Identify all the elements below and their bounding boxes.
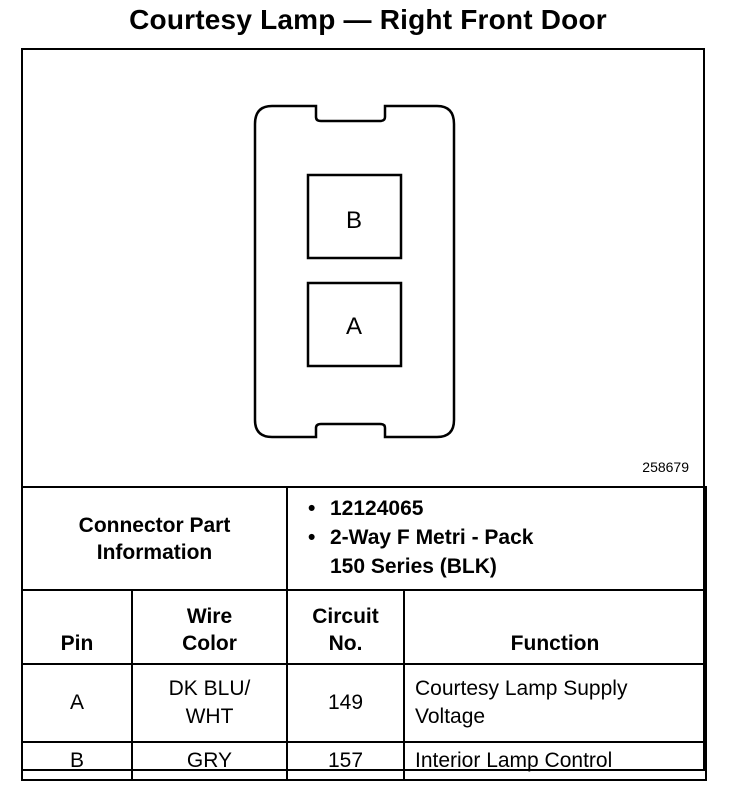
connector-part-row: Connector Part Information 12124065 2-Wa… (21, 486, 708, 591)
connector-part-number: 12124065 (308, 494, 705, 523)
cavity-b-label: B (346, 207, 362, 234)
cavity-a-box (306, 281, 403, 368)
page-title: Courtesy Lamp — Right Front Door (129, 4, 607, 35)
function-cell: Interior Lamp Control (402, 741, 708, 781)
diagram-frame: B A 258679 Connector Part Information 12… (21, 48, 708, 781)
table-row: B GRY 157 Interior Lamp Control (21, 741, 708, 781)
pin-cell: A (21, 663, 133, 743)
connector-housing-outline (253, 104, 456, 439)
circuit-cell: 149 (286, 663, 405, 743)
connector-description: 2-Way F Metri - Pack 150 Series (BLK) (308, 523, 705, 581)
header-circuit-no: Circuit No. (286, 589, 405, 665)
connector-part-info: 12124065 2-Way F Metri - Pack 150 Series… (285, 486, 708, 591)
connector-face-drawing: B A (253, 104, 456, 439)
cavity-a-label: A (346, 313, 362, 340)
wire-color-cell: DK BLU/ WHT (131, 663, 288, 743)
function-cell: Courtesy Lamp Supply Voltage (402, 663, 708, 743)
header-function: Function (402, 589, 708, 665)
header-wire-color: Wire Color (131, 589, 288, 665)
header-pin: Pin (21, 589, 133, 665)
connector-figure: B A 258679 (23, 50, 703, 486)
circuit-cell: 157 (286, 741, 405, 781)
table-row: A DK BLU/ WHT 149 Courtesy Lamp Supply V… (21, 663, 708, 743)
pin-cell: B (21, 741, 133, 781)
connector-info-table: Connector Part Information 12124065 2-Wa… (21, 486, 708, 781)
figure-id-number: 258679 (642, 459, 689, 475)
cavity-b-box (306, 173, 403, 260)
wire-color-cell: GRY (131, 741, 288, 781)
connector-part-label: Connector Part Information (21, 486, 288, 591)
pin-table-header: Pin Wire Color Circuit No. Function (21, 589, 708, 665)
